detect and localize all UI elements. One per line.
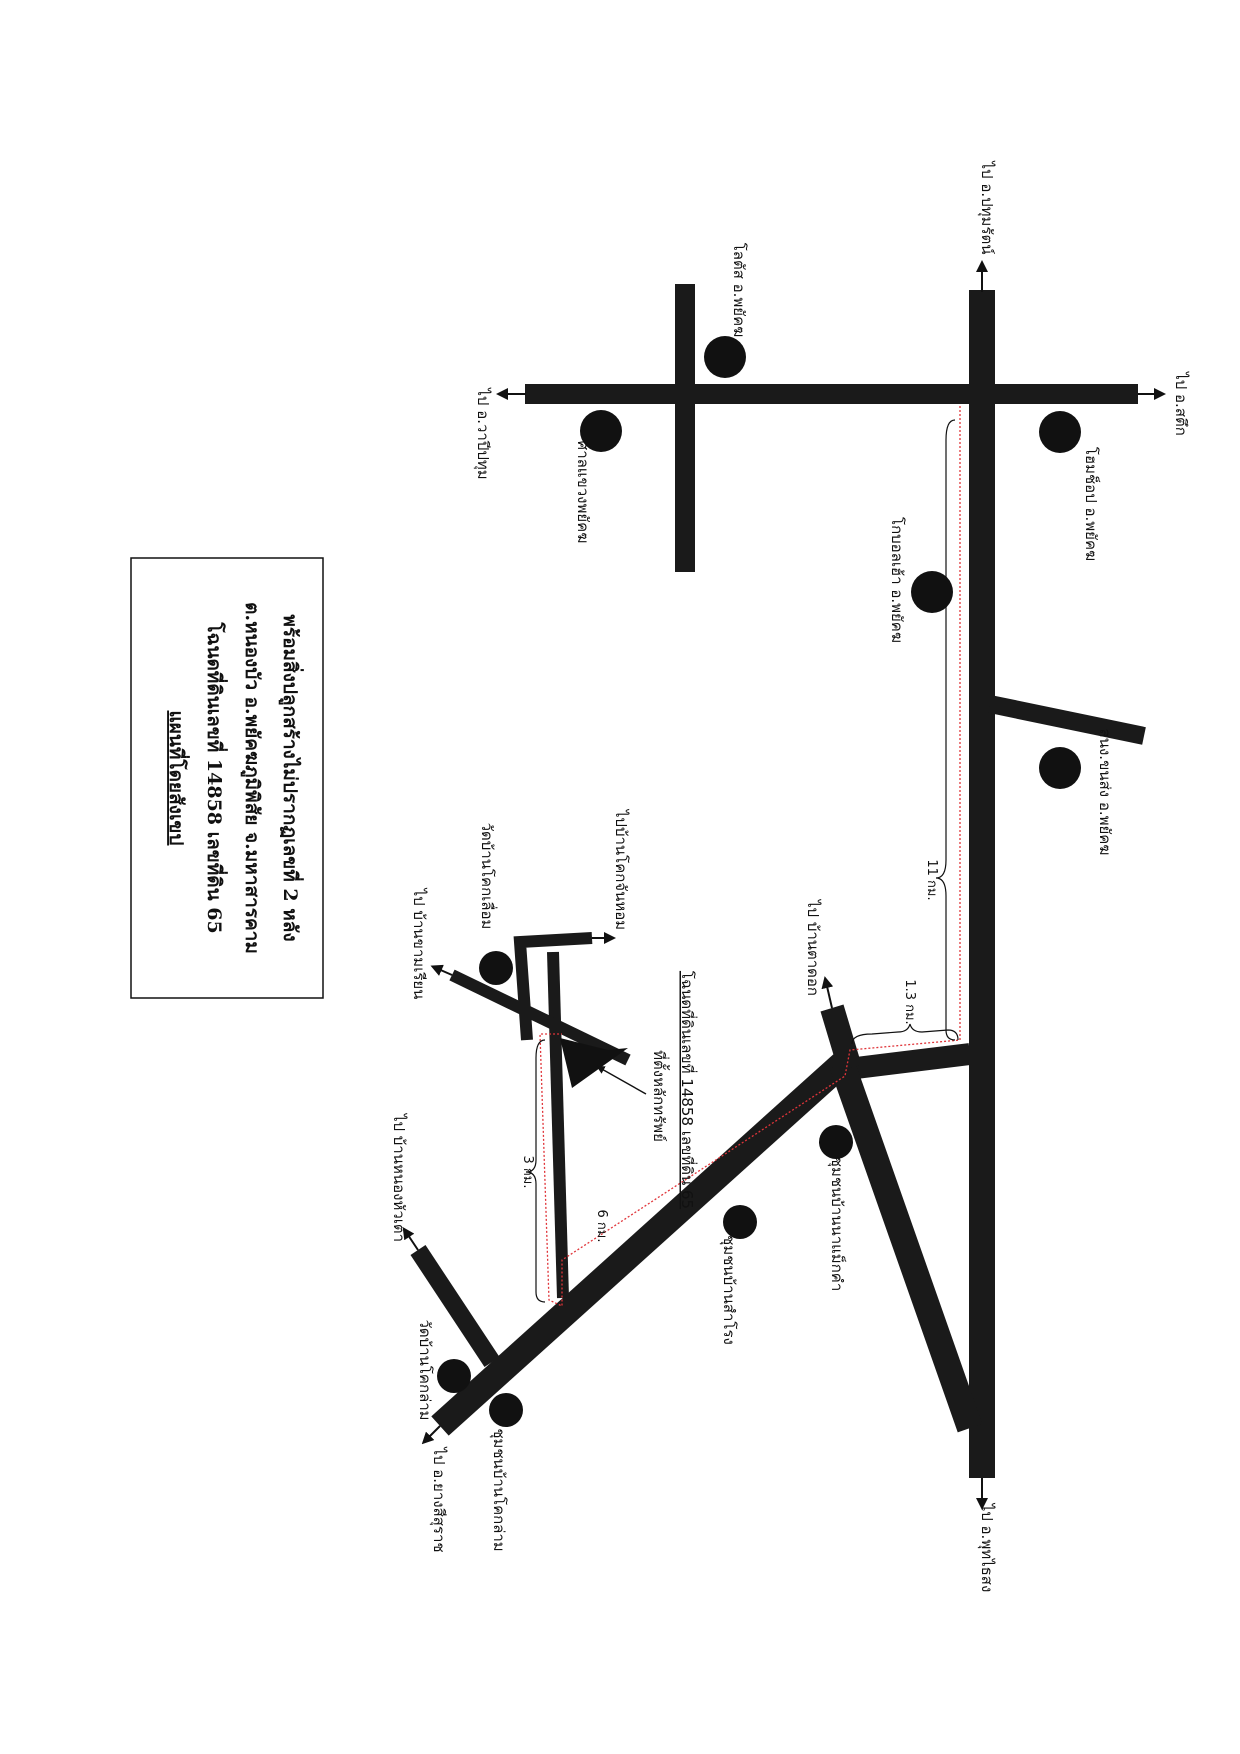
route-line — [525, 406, 961, 1308]
label-lotus: โลตัส อ.พยัคฆ — [730, 243, 748, 338]
brace-13km — [851, 1023, 959, 1045]
label-chumchon-khok-klang: ชุมชนบ้านโคกล่าม — [489, 1428, 508, 1551]
global-house-marker — [911, 571, 953, 613]
label-pathum-rat: ไป อ.ปทุมรัตน์ — [977, 161, 996, 255]
title-block: แผนที่โดยสังเขป โฉนดที่ดินเลขที่ 14858 เ… — [130, 557, 324, 999]
arrow-ta-dok — [821, 976, 834, 1009]
nong-hua-thao-road — [410, 1245, 500, 1367]
diagonal-south-road — [829, 1059, 983, 1433]
local-road — [547, 951, 569, 1299]
diagonal-road — [431, 1054, 851, 1436]
label-distance-11km: 11 กม. — [924, 859, 939, 900]
arrow-kham-rian — [430, 964, 453, 976]
wat-khok-klang-marker — [437, 1359, 471, 1393]
label-wat-khok-klang: วัดบ้านโคกล่าม — [416, 1319, 434, 1420]
title-line-2: โฉนดที่ดินเลขที่ 14858 เลขที่ดิน 65 — [203, 621, 228, 933]
title-frame — [130, 557, 324, 999]
label-khok-chan-hom: ไปบ้านโคกจันหอม — [612, 809, 630, 930]
junction-connector — [838, 1043, 972, 1081]
label-court: ศาลแขวงพยัคฆ — [574, 441, 592, 544]
label-deed: โฉนดที่ดินเลขที่ 14858 เลขที่ดิน 65 — [678, 971, 698, 1209]
property-marker — [560, 1038, 647, 1095]
label-nong-hua-thao: ไป บ้านหนองหัวเต่า — [390, 1113, 408, 1242]
label-sathuek: ไป อ.สตึก — [1172, 371, 1190, 436]
route-path — [539, 406, 961, 1308]
home-pro-marker — [1039, 411, 1081, 453]
ta-dok-spur — [820, 1004, 862, 1072]
label-wapi-pathum: ไป อ.วาปีปทุม — [473, 387, 492, 479]
loop-road — [513, 932, 593, 1041]
label-phutthaisong: ไป อ.พุทไธสง — [977, 1503, 996, 1593]
property-triangle — [560, 1038, 628, 1088]
chumchon-nong-kham-marker — [819, 1125, 853, 1159]
brace-11km — [935, 419, 956, 1041]
label-home-pro: โฮมช็อป อ.พยัคฆ — [1082, 447, 1101, 561]
wat-khok-lueam-marker — [479, 951, 513, 985]
lotus-marker — [704, 336, 746, 378]
property-pointer — [596, 1065, 647, 1095]
side-branch — [988, 695, 1146, 745]
label-kham-rian: ไป บ้านขามเรียน — [410, 888, 428, 1000]
title-line-1: แผนที่โดยสังเขป — [165, 711, 190, 846]
roads — [410, 284, 1146, 1478]
label-global-house: โกบอลเฮ้า อ.พยัคฆ — [888, 517, 906, 643]
label-land-office: สนง.ขนส่ง อ.พยัคฆ — [1096, 729, 1114, 856]
kham-rian-road — [449, 969, 631, 1066]
label-ta-dok: ไป บ้านตาดอก — [804, 899, 822, 996]
chumchon-samrong-marker — [723, 1205, 757, 1239]
label-chumchon-nong-kham: ชุมชนบ้านนาแม็กคำ — [827, 1157, 847, 1291]
label-distance-13km: 1.3 กม. — [902, 979, 917, 1024]
direction-arrows — [402, 260, 1166, 1510]
label-yang-sisurat: ไป อ.ยางสีสุราช — [429, 1446, 448, 1552]
label-distance-3km: 3 กม. — [520, 1156, 535, 1189]
arrow-yang-sisurat — [421, 1425, 441, 1445]
arrow-nong-hua-thao — [402, 1227, 419, 1251]
label-wat-khok-lueam: วัดบ้านโคกเลื่อม — [478, 823, 498, 930]
labels: ไป อ.วาปีปทุม ไป อ.สตึก ไป อ.ปทุมรัตน์ ไ… — [390, 161, 1190, 1593]
title-line-4: พร้อมสิ่งปลูกสร้างไม่ปรากฏเลขที่ 2 หลัง — [278, 614, 304, 941]
label-distance-6km: 6 กม. — [594, 1210, 609, 1243]
title-line-3: ต.หนองบัว อ.พยัคฆภูมิพิสัย จ.มหาสารคาม — [240, 602, 263, 954]
landmark-dots — [437, 336, 1081, 1427]
brace-3km — [525, 1039, 546, 1303]
land-office-marker — [1039, 747, 1081, 789]
label-property-location: ที่ตั้งหลักทรัพย์ — [650, 1050, 670, 1142]
label-chumchon-samrong: ชุมชนบ้านสำโรง — [719, 1235, 738, 1345]
chumchon-khok-klang-marker — [489, 1393, 523, 1427]
court-marker — [580, 410, 622, 452]
